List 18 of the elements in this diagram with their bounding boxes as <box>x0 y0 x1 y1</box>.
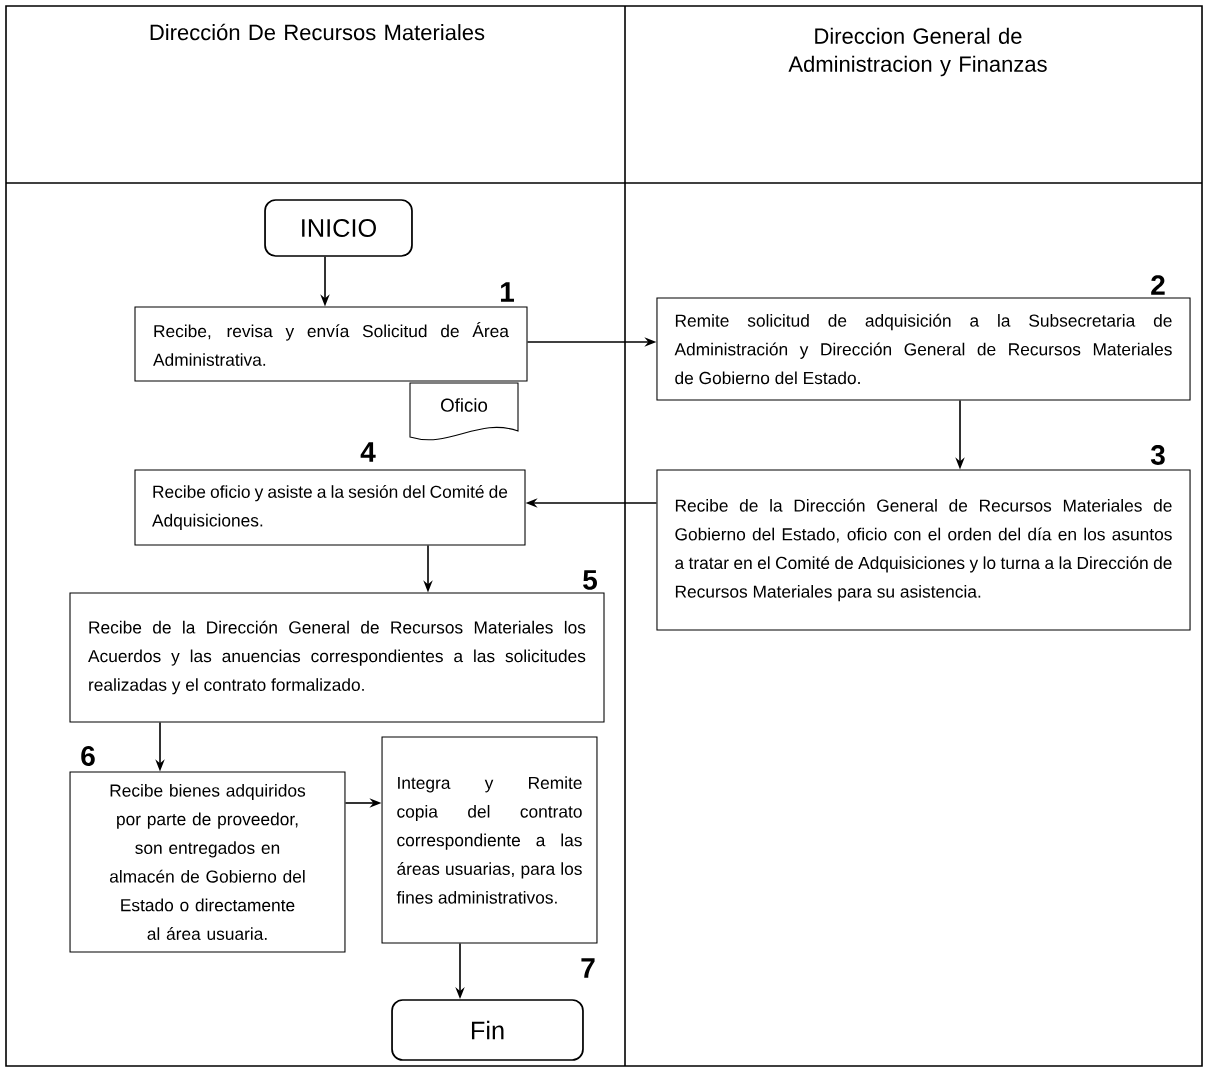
process-box: Integra y Remite copia del contrato correspondiente a las áreas usuarias, para los fines administrativos. <box>381 736 598 944</box>
step-number: 1 <box>500 282 514 302</box>
terminal-box: INICIO <box>264 199 413 257</box>
process-box: Remite solicitud de adquisición a la Subsecretaria de Administración y Dirección General de Recursos Materiales de Gobierno del Estado. <box>656 297 1191 401</box>
process-box: Recibe oficio y asiste a la sesión del Comité de Adquisiciones. <box>134 469 526 546</box>
column-header: Direccion General de Administracion y Finanzas <box>788 27 1047 77</box>
step-number: 4 <box>360 442 376 462</box>
process-box: Recibe de la Dirección General de Recursos Materiales los Acuerdos y las anuencias correspondientes a las solicitudes realizadas y el contrato formalizado. <box>69 592 605 723</box>
step-number: 6 <box>81 746 95 766</box>
step-number: 5 <box>583 570 597 590</box>
terminal-box: Fin <box>391 999 584 1061</box>
step-number: 2 <box>1151 275 1165 295</box>
column-header: Dirección De Recursos Materiales <box>150 23 485 41</box>
step-number: 7 <box>581 958 595 978</box>
step-number: 3 <box>1150 445 1165 465</box>
process-box: Recibe bienes adquiridos por parte de proveedor, son entregados en almacén de Gobierno del Estado o directamente al área usuaria. <box>69 771 346 953</box>
process-box: Recibe de la Dirección General de Recursos Materiales de Gobierno del Estado, oficio con el orden del día en los asuntos a tratar en el Comité de Adquisiciones y lo turna a la Dirección de Recursos Materiales para su asistencia. <box>656 469 1191 631</box>
process-box: Recibe, revisa y envía Solicitud de Área Administrativa. <box>134 306 528 382</box>
